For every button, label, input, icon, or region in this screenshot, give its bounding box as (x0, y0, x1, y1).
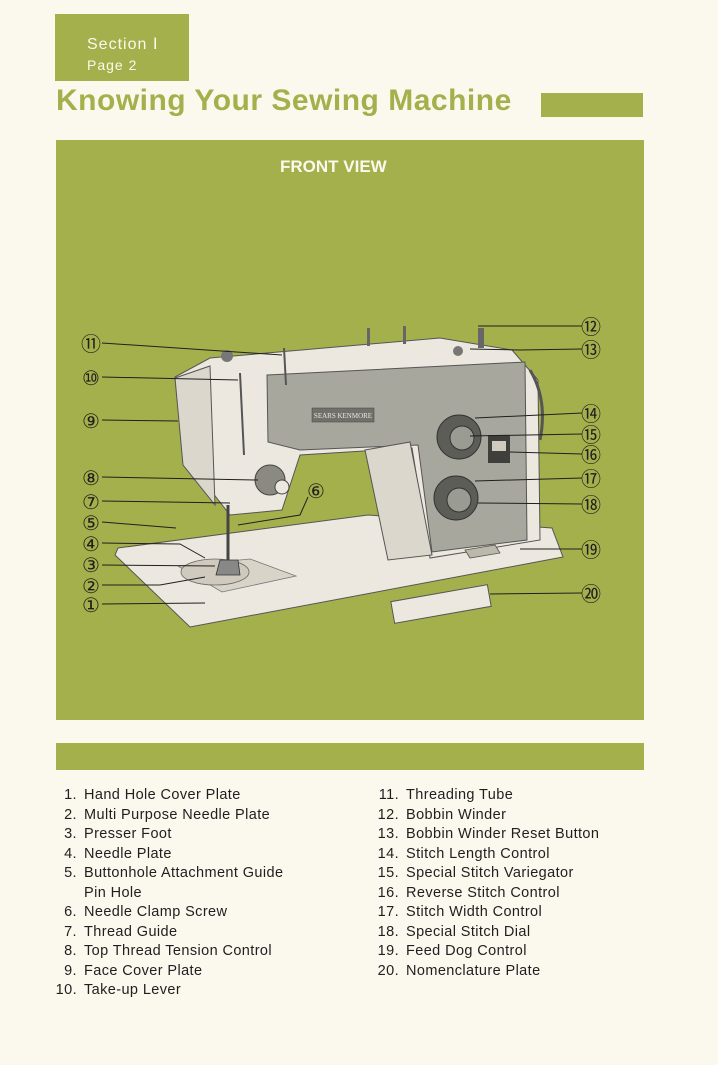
callout-5: ⑤ (82, 511, 100, 535)
list-item: 1.Hand Hole Cover Plate (64, 787, 241, 803)
nomenclature-plate (390, 584, 492, 624)
list-item: 3.Presser Foot (64, 826, 172, 842)
stitch-length-dial-inner (449, 425, 475, 451)
callout-7: ⑦ (82, 490, 100, 514)
brand-badge: SEARS KENMORE (314, 412, 372, 420)
list-item: 9.Face Cover Plate (64, 962, 203, 979)
reverse-lever-face (492, 441, 506, 451)
page-label: Page 2 (87, 57, 138, 73)
callout-2: ② (82, 574, 100, 598)
face-cover-plate (174, 365, 216, 507)
callout-10: ⑩ (82, 366, 100, 390)
take-up-lever (239, 372, 245, 456)
callout-12: ⑫ (581, 315, 601, 339)
callout-9: ⑨ (82, 409, 100, 433)
title-accent-bar (541, 93, 643, 117)
list-item: 20.Nomenclature Plate (377, 962, 541, 979)
list-item: 10.Take-up Lever (55, 982, 182, 998)
callout-8: ⑧ (82, 466, 100, 490)
callout-19: ⑲ (581, 538, 601, 562)
list-item: 8.Top Thread Tension Control (64, 943, 273, 959)
callout-6: ⑥ (307, 479, 325, 503)
page-title: Knowing Your Sewing Machine (56, 84, 512, 117)
spool-pin-left (367, 328, 370, 346)
callout-20: ⑳ (581, 582, 601, 606)
list-item: 17.Stitch Width Control (377, 904, 543, 920)
callout-16: ⑯ (581, 443, 601, 467)
section-tab: Section Ⅰ Page 2 (55, 14, 189, 81)
list-item: 6.Needle Clamp Screw (64, 904, 228, 920)
reset-button (453, 346, 463, 356)
callout-11: ⑪ (81, 332, 101, 356)
list-item: 7.Thread Guide (64, 923, 178, 940)
list-item: 16.Reverse Stitch Control (377, 884, 560, 901)
list-item: 4.Needle Plate (64, 845, 172, 862)
parts-list-header-bar (56, 743, 644, 770)
stitch-width-dial-inner (446, 487, 472, 513)
callout-17: ⑰ (581, 467, 601, 491)
parts-list-left: 1.Hand Hole Cover Plate 2.Multi Purpose … (53, 786, 283, 1001)
badge-plate (311, 407, 375, 423)
list-item: 2.Multi Purpose Needle Plate (64, 806, 271, 823)
list-item: 18.Special Stitch Dial (377, 923, 531, 940)
list-item: 15.Special Stitch Variegator (377, 865, 574, 881)
tension-knob-center (274, 479, 290, 495)
callout-3: ③ (82, 553, 100, 577)
hand-wheel (528, 369, 544, 441)
top-knob (221, 350, 233, 362)
list-item: 11.Threading Tube (378, 787, 514, 803)
callout-18: ⑱ (581, 493, 601, 517)
callout-13: ⑬ (581, 338, 601, 362)
section-label: Section Ⅰ (87, 36, 159, 53)
bobbin-winder-post (478, 328, 484, 348)
callout-14: ⑭ (581, 402, 601, 426)
feed-dog-control (464, 544, 501, 559)
machine-column (364, 441, 433, 561)
callout-1: ① (82, 593, 100, 617)
presser-foot (215, 559, 241, 576)
list-item: 14.Stitch Length Control (377, 845, 550, 862)
callout-15: ⑮ (581, 423, 601, 447)
diagram-heading: FRONT VIEW (280, 157, 387, 176)
list-item: 19.Feed Dog Control (377, 943, 527, 959)
parts-list-right: 11.Threading Tube 12.Bobbin Winder 13.Bo… (375, 786, 599, 981)
callout-4: ④ (82, 532, 100, 556)
list-item: 13.Bobbin Winder Reset Button (377, 826, 600, 842)
list-item: 12.Bobbin Winder (377, 806, 507, 823)
threading-tube-line (283, 347, 287, 386)
leader-lines (101, 325, 583, 605)
spool-pin-right (403, 326, 406, 344)
